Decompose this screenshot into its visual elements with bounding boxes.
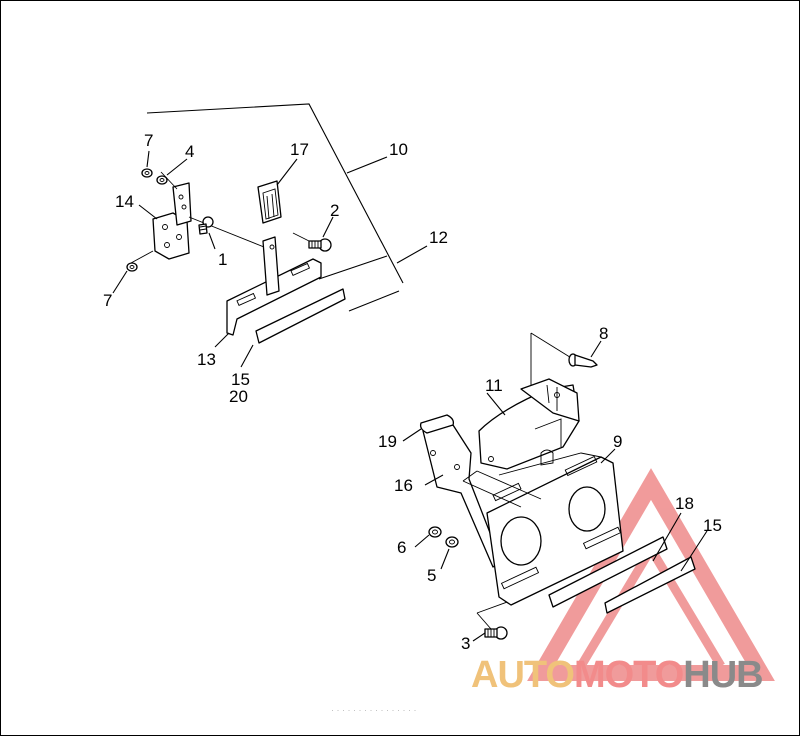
footer-text: · · · · · · · · · · · · · · · · bbox=[331, 705, 416, 715]
callout-6: 6 bbox=[397, 538, 406, 557]
callout-7-top: 7 bbox=[144, 131, 153, 150]
callout-18: 18 bbox=[675, 494, 694, 513]
watermark-moto: MOTO bbox=[574, 654, 683, 696]
part-19-bumper bbox=[419, 414, 455, 434]
part-18-strip bbox=[548, 536, 668, 608]
callout-9: 9 bbox=[613, 432, 622, 451]
callout-2: 2 bbox=[330, 201, 339, 220]
part-1-screw bbox=[198, 216, 214, 235]
watermark-text: AUTOMOTOHUB bbox=[471, 654, 764, 696]
callout-labels: 7 4 14 1 7 17 10 2 12 13 15 20 8 11 19 9… bbox=[103, 131, 722, 653]
part-6-nut bbox=[428, 526, 442, 538]
part-11-bracket bbox=[478, 378, 580, 470]
callout-4: 4 bbox=[185, 142, 194, 161]
part-9-plate-bracket bbox=[462, 452, 624, 606]
group-line-12 bbox=[318, 255, 388, 280]
callout-15-right: 15 bbox=[703, 516, 722, 535]
callout-17: 17 bbox=[290, 140, 309, 159]
leader-line-10 bbox=[346, 156, 388, 174]
part-5-washer bbox=[445, 536, 459, 548]
part-14-bracket bbox=[152, 182, 192, 260]
callout-19: 19 bbox=[378, 432, 397, 451]
part-17-clip bbox=[257, 180, 282, 224]
callout-14: 14 bbox=[115, 192, 134, 211]
callout-20: 20 bbox=[229, 387, 248, 406]
part-7-nut-bottom bbox=[126, 262, 138, 272]
part-3-screw bbox=[484, 626, 508, 640]
part-4-washer bbox=[156, 175, 168, 185]
part-15-strip-right bbox=[604, 556, 696, 614]
group-line-12b bbox=[348, 290, 400, 312]
callout-5: 5 bbox=[427, 566, 436, 585]
part-7-nut-top bbox=[141, 168, 153, 178]
watermark-hub: HUB bbox=[683, 654, 762, 696]
group-line-10 bbox=[146, 103, 404, 284]
callout-15-left: 15 bbox=[231, 370, 250, 389]
part-13-bracket bbox=[226, 236, 322, 336]
part-2-screw bbox=[308, 238, 332, 252]
callout-12: 12 bbox=[429, 228, 448, 247]
callout-8: 8 bbox=[599, 324, 608, 343]
callout-13: 13 bbox=[197, 350, 216, 369]
part-15-strip-left bbox=[255, 288, 346, 344]
callout-3: 3 bbox=[461, 634, 470, 653]
part-8-rivet bbox=[568, 353, 598, 368]
callout-7-bottom: 7 bbox=[103, 291, 112, 310]
svg-text:AUTOMOTOHUB: AUTOMOTOHUB bbox=[471, 654, 763, 696]
callout-10: 10 bbox=[389, 140, 408, 159]
callout-16: 16 bbox=[394, 476, 413, 495]
watermark-auto: AUTO bbox=[471, 654, 574, 696]
leader-line-12 bbox=[396, 245, 428, 264]
callout-1: 1 bbox=[218, 250, 227, 269]
callout-11: 11 bbox=[485, 376, 503, 395]
